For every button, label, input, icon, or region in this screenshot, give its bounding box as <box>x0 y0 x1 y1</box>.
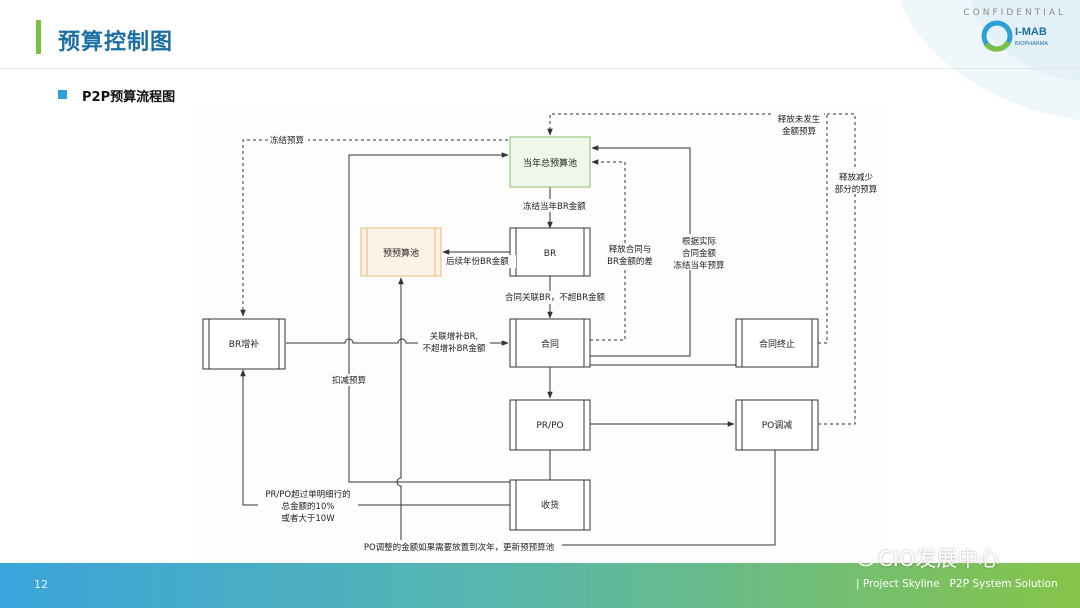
node-budget-pool: 当年总预算池 <box>509 136 591 188</box>
node-br-supplement-label: BR增补 <box>229 338 259 350</box>
label-release-reduce-2: 部分的预算 <box>835 184 878 195</box>
node-pre-budget-pool: 预预算池 <box>360 227 442 277</box>
label-exceed-3: 或者大于10W <box>281 513 335 524</box>
edge-bradd-to-contract <box>286 338 509 346</box>
label-actual-1: 根据实际 <box>682 236 717 247</box>
confidential-label: CONFIDENTIAL <box>963 8 1066 18</box>
label-exceed-1: PR/PO超过单明细行的 <box>265 489 350 500</box>
node-pre-budget-pool-label: 预预算池 <box>383 247 419 259</box>
header-divider <box>0 68 1080 69</box>
label-release-unused-1: 释放未发生 <box>778 114 821 125</box>
footer-bar <box>0 563 1080 608</box>
node-contract-label: 合同 <box>541 338 559 350</box>
node-budget-pool-label: 当年总预算池 <box>523 157 577 169</box>
budget-flow-diagram: 当年总预算池 预预算池 BR BR增补 合同 合同终止 PR/P <box>195 108 885 568</box>
company-logo: I-MAB BIOPHARMA <box>981 20 1048 52</box>
node-po-reduction: PO调减 <box>735 399 819 451</box>
node-contract-termination-label: 合同终止 <box>759 338 795 350</box>
node-po-reduction-label: PO调减 <box>762 419 793 431</box>
label-freeze-budget: 冻结预算 <box>270 135 305 146</box>
edge-pool-to-bradd-freeze <box>240 139 508 317</box>
label-link-supplement-1: 关联增补BR, <box>430 331 478 342</box>
edge-receipt-to-pool <box>348 152 510 483</box>
label-release-reduce-1: 释放减少 <box>839 172 874 183</box>
label-po-adjust-note: PO调整的金额如果需要放置到次年，更新预预算池 <box>364 542 555 553</box>
label-contract-link: 合同关联BR，不超BR金额 <box>505 292 605 303</box>
label-release-diff-1: 释放合同与 <box>609 244 652 255</box>
label-release-unused-2: 金额预算 <box>782 126 817 137</box>
edge-end-to-pool-release <box>547 113 828 344</box>
page-title: 预算控制图 <box>58 30 174 55</box>
page-number: 12 <box>34 578 48 591</box>
label-deduct-budget: 扣减预算 <box>332 375 367 386</box>
wechat-icon <box>846 545 875 567</box>
label-link-supplement-2: 不超增补BR金额 <box>423 343 486 354</box>
node-br-supplement: BR增补 <box>202 318 286 370</box>
logo-text: I-MAB <box>1015 26 1047 38</box>
node-br: BR <box>509 227 591 277</box>
edge-receipt-to-bradd <box>240 369 510 506</box>
node-goods-receipt: 收货 <box>509 479 591 531</box>
footer-project-text: | Project Skyline P2P System Solution <box>856 578 1058 590</box>
edge-poadjust-to-pool-release <box>818 113 856 425</box>
edge-contract-to-pool-release <box>590 159 626 341</box>
node-contract-termination: 合同终止 <box>735 318 819 368</box>
label-exceed-2: 总金额的10% <box>282 501 335 512</box>
background-swirl <box>900 0 1080 120</box>
label-freeze-br-amount: 冻结当年BR金额 <box>523 201 586 212</box>
label-later-years: 后续年份BR金额 <box>446 256 509 267</box>
node-br-label: BR <box>544 249 556 259</box>
node-prpo: PR/PO <box>509 399 591 451</box>
label-actual-2: 合同金额 <box>682 248 717 259</box>
section-subtitle: P2P预算流程图 <box>82 90 176 105</box>
node-prpo-label: PR/PO <box>536 421 563 431</box>
label-actual-3: 冻结当年预算 <box>673 260 725 271</box>
logo-subtext: BIOPHARMA <box>1015 41 1048 47</box>
title-accent-bar <box>36 20 41 54</box>
watermark-text: CIO发展中心 <box>878 547 1000 571</box>
edge-poadjust-to-prepool <box>396 277 776 546</box>
label-release-diff-2: BR金额的差 <box>607 256 653 267</box>
subtitle-bullet <box>58 90 67 99</box>
node-contract: 合同 <box>509 318 591 368</box>
node-goods-receipt-label: 收货 <box>541 499 559 511</box>
